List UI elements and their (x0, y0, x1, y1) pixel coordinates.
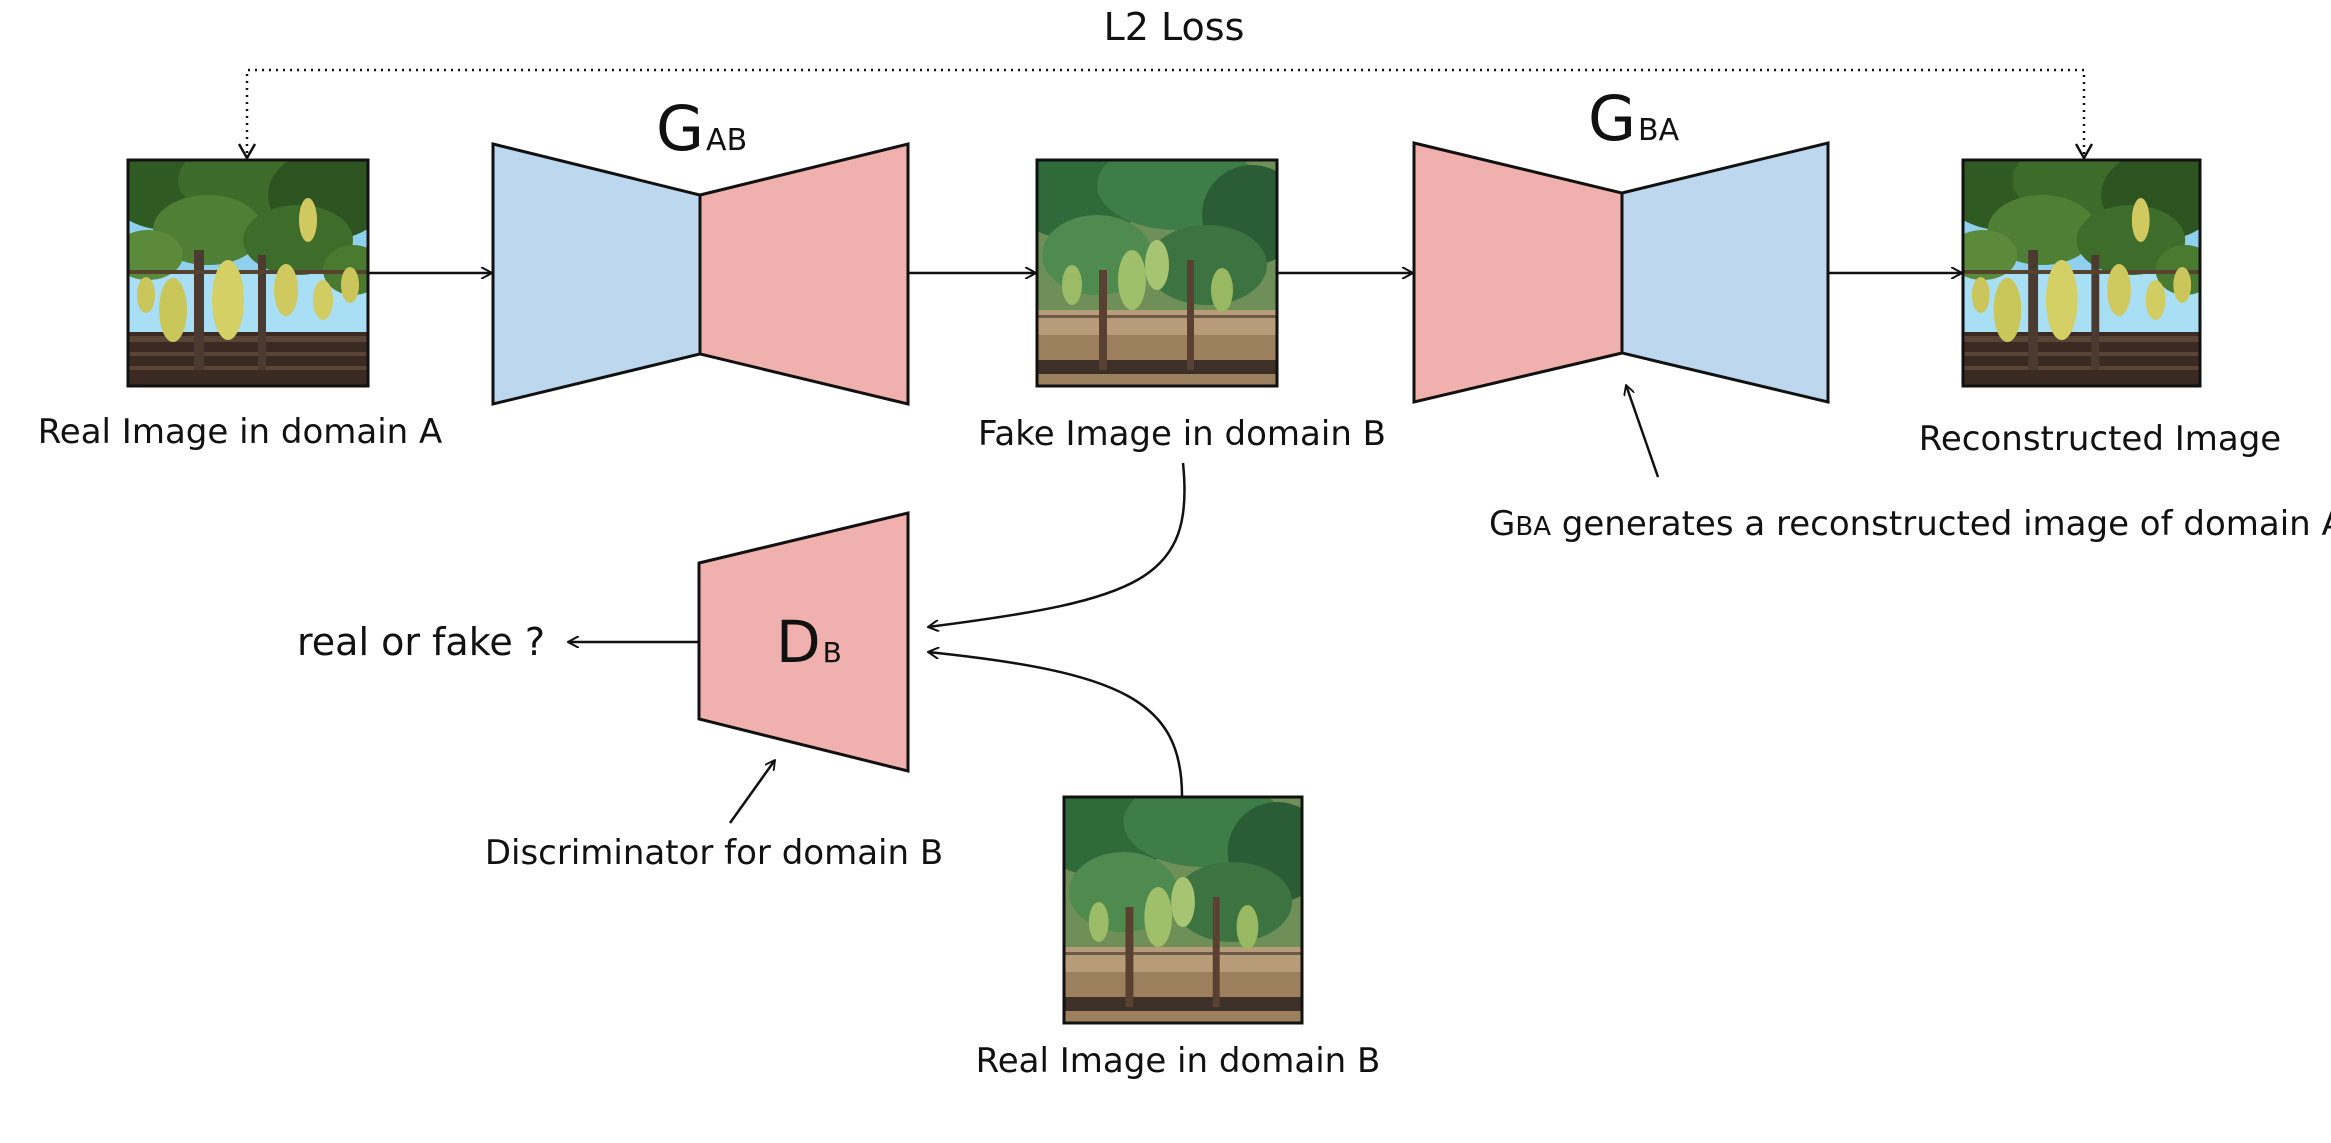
discriminator-note: Discriminator for domain B (485, 833, 943, 873)
l2-loss-connector (237, 68, 2094, 161)
gba-note: GBA generates a reconstructed image of d… (1489, 504, 2331, 544)
real-image-b-caption: Real Image in domain B (976, 1041, 1381, 1081)
real-image-a (126, 158, 370, 388)
arrow-fake-b-to-discriminator (928, 462, 1186, 627)
generator-ab (491, 142, 910, 406)
l2-loss-label: L2 Loss (1104, 5, 1245, 49)
reconstructed-image-caption: Reconstructed Image (1919, 419, 2281, 459)
arrow-real-b-to-discriminator (928, 652, 1184, 797)
real-image-b (1062, 795, 1304, 1025)
output-label: real or fake ? (297, 620, 545, 664)
reconstructed-image (1961, 158, 2202, 388)
generator-ab-label: GAB (656, 92, 747, 165)
discriminator-b-label: DB (776, 608, 842, 676)
generator-ba (1412, 141, 1830, 404)
gba-decoder (1620, 141, 1830, 404)
discriminator-note-pointer (728, 760, 775, 824)
gab-encoder (491, 142, 702, 406)
fake-image-b (1035, 158, 1279, 388)
gab-decoder (698, 142, 910, 406)
gba-encoder (1412, 141, 1624, 404)
real-image-a-caption: Real Image in domain A (38, 412, 443, 452)
generator-ba-label: GBA (1588, 82, 1680, 155)
gba-note-pointer (1626, 385, 1660, 478)
discriminator-b (697, 511, 910, 773)
fake-image-b-caption: Fake Image in domain B (978, 414, 1386, 454)
